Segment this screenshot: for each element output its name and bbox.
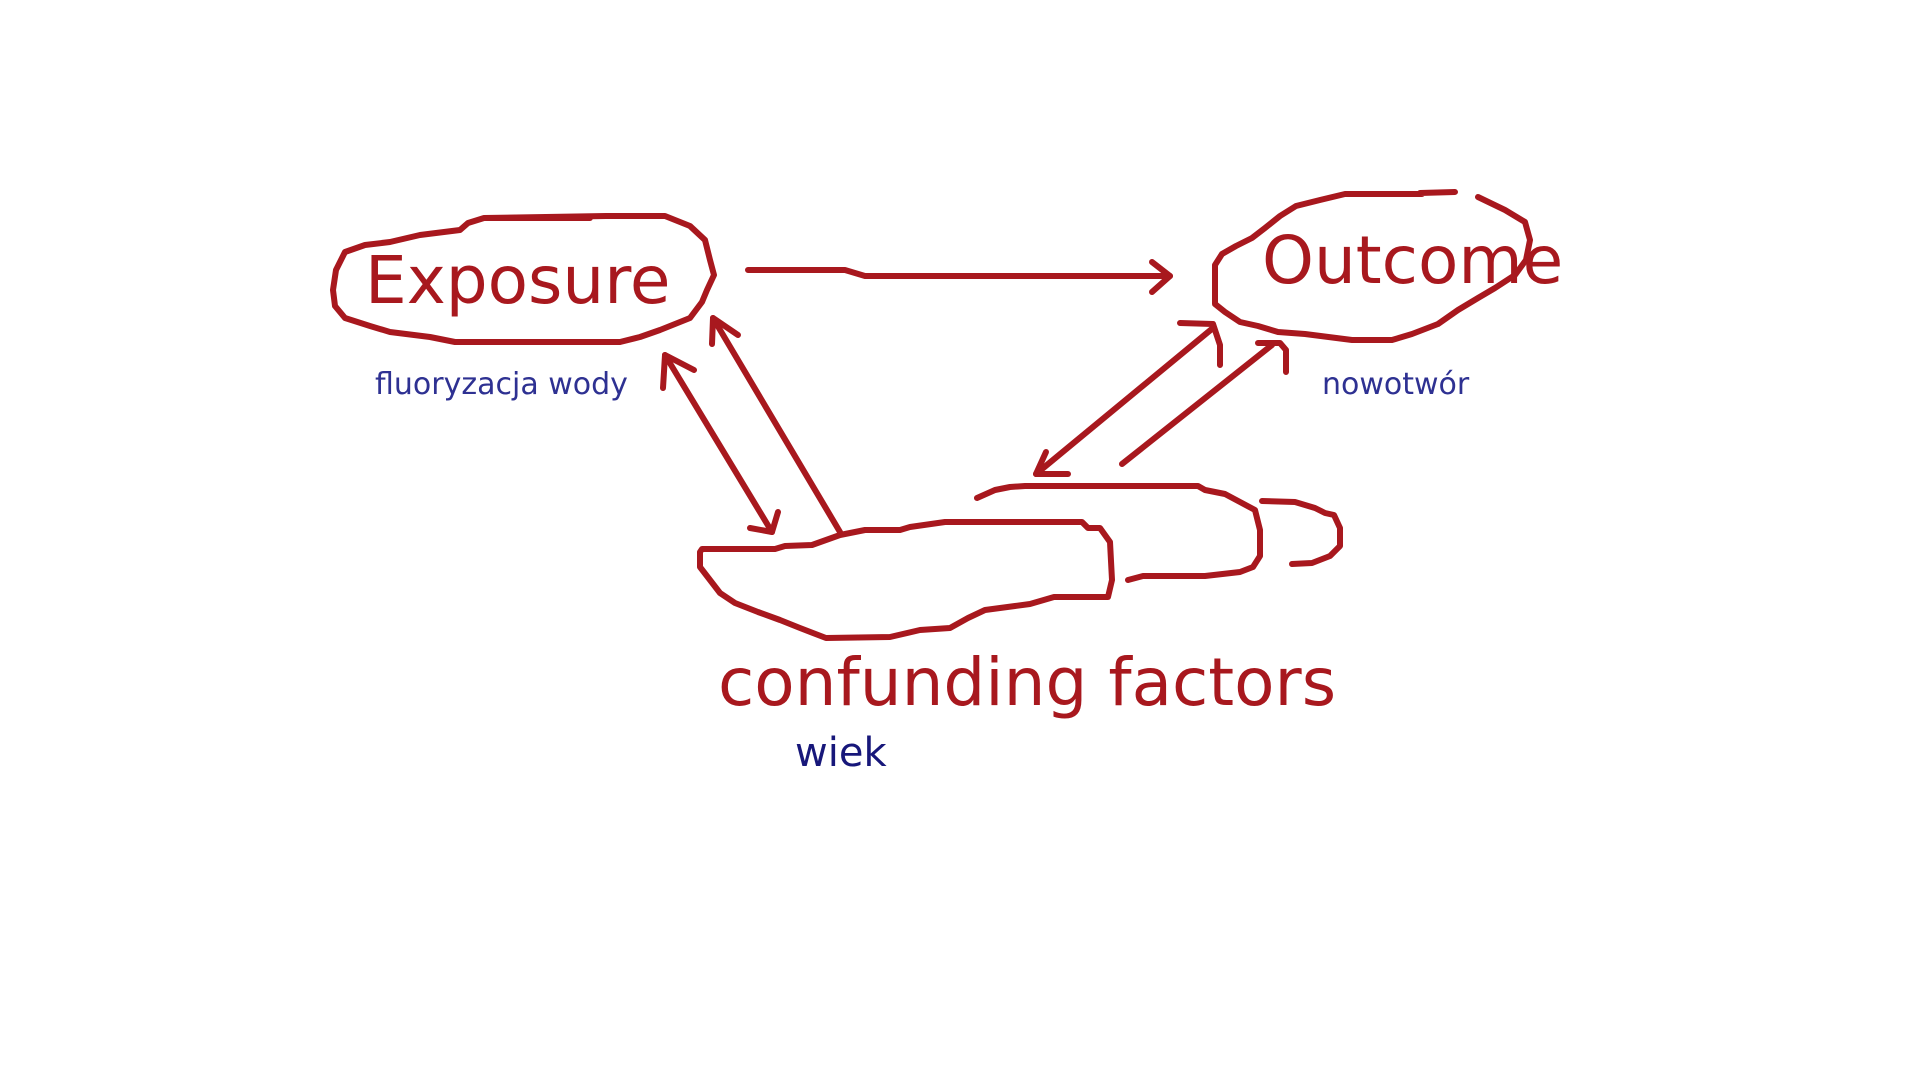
outcome-to-confounding-arrowhead-bottom xyxy=(1033,449,1071,477)
exposure-to-confounding-arrow xyxy=(662,352,775,535)
confounding-outline-second xyxy=(974,483,1263,583)
exposure-example-label: fluoryzacja wody xyxy=(375,367,628,402)
exposure-blob xyxy=(330,213,717,345)
outcome-label: Outcome xyxy=(1262,222,1564,299)
exposure-to-outcome-arrowhead xyxy=(1149,259,1173,295)
confounding-to-exposure-arrowhead xyxy=(709,315,741,347)
confounding-to-exposure-arrow xyxy=(710,315,843,535)
confounding-to-outcome-arrow xyxy=(1119,342,1275,467)
confounding-outline-third xyxy=(1259,498,1343,567)
outcome-to-confounding-arrowhead-top xyxy=(1177,320,1223,368)
confounding-factors-label: confunding factors xyxy=(718,644,1337,721)
exposure-label: Exposure xyxy=(365,242,671,319)
outcome-blob xyxy=(1212,189,1533,343)
confounding-example-label: wiek xyxy=(795,730,887,776)
exposure-to-outcome-arrow xyxy=(745,267,1173,279)
confounding-blob xyxy=(697,519,1115,641)
confounding-to-outcome-arrowhead xyxy=(1255,340,1289,375)
outcome-example-label: nowotwór xyxy=(1322,367,1470,402)
exposure-to-confounding-arrowhead-bottom xyxy=(747,509,781,535)
outcome-to-confounding-arrow xyxy=(1033,325,1216,477)
exposure-to-confounding-arrowhead-top xyxy=(660,352,697,391)
